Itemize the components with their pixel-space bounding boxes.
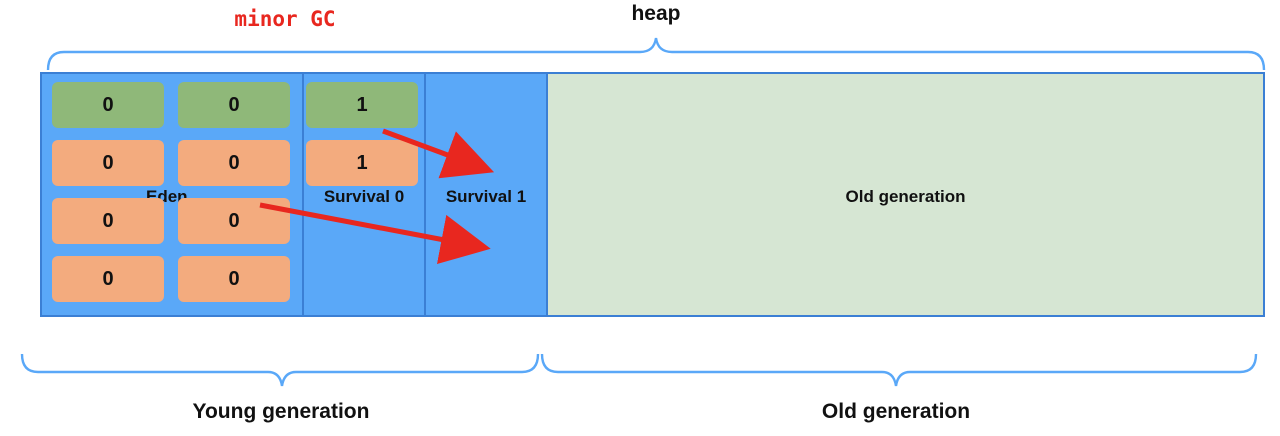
survival-1-region (424, 72, 548, 317)
eden-object: 0 (178, 140, 290, 186)
eden-object: 0 (52, 82, 164, 128)
old-generation-brace (540, 353, 1258, 387)
eden-object: 0 (52, 198, 164, 244)
old-generation-label: Old generation (845, 187, 966, 206)
eden-object: 0 (178, 82, 290, 128)
survival-0-object: 1 (306, 140, 418, 186)
heap-title: heap (631, 2, 681, 25)
young-generation-brace (20, 353, 540, 387)
old-generation-bottom-label: Old generation (821, 400, 971, 423)
survival-0-label: Survival 0 (323, 187, 405, 206)
young-generation-label: Young generation (192, 400, 370, 423)
survival-1-label: Survival 1 (445, 187, 527, 206)
old-generation-region (546, 72, 1265, 317)
eden-object: 0 (52, 140, 164, 186)
eden-object: 0 (52, 256, 164, 302)
minor-gc-title: minor GC (234, 7, 336, 31)
heap-brace (46, 37, 1266, 71)
eden-object: 0 (178, 256, 290, 302)
promotion-arrow (382, 128, 495, 179)
promotion-arrow (259, 202, 491, 265)
survival-0-object: 1 (306, 82, 418, 128)
